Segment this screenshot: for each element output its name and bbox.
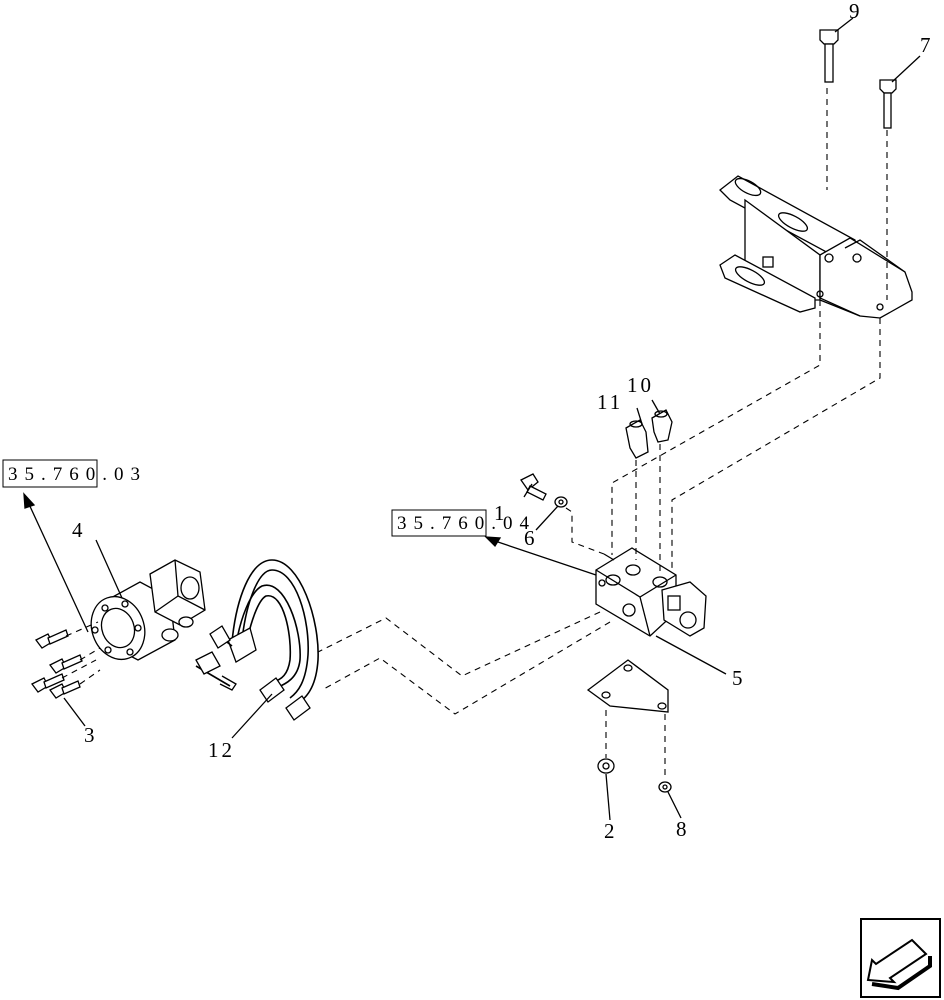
connection-lines	[61, 88, 888, 780]
callout-10: 10	[627, 373, 654, 397]
valve-block	[595, 547, 707, 637]
previous-page-arrow-icon[interactable]	[860, 918, 941, 998]
callout-11: 11	[597, 390, 623, 414]
callout-12: 12	[208, 738, 235, 762]
reference-center[interactable]: 35.760.04	[391, 509, 536, 537]
bolt-7	[879, 79, 897, 129]
callout-8: 8	[676, 817, 690, 841]
callout-7: 7	[920, 33, 934, 57]
callout-5: 5	[732, 666, 746, 690]
elbow-fitting-10	[651, 409, 673, 443]
callout-6: 6	[524, 526, 538, 550]
callout-9: 9	[849, 0, 863, 23]
washer-6	[554, 496, 568, 508]
mounting-plate	[586, 659, 669, 713]
bolt-3-set	[31, 629, 83, 699]
nut-2	[597, 758, 615, 774]
callout-1: 1	[494, 501, 508, 525]
reference-left[interactable]: 35.760.03	[2, 459, 147, 488]
mounting-bracket	[719, 175, 913, 319]
leader-lines	[23, 17, 921, 821]
elbow-fitting-11	[625, 419, 649, 459]
reference-left-text: 35.760.03	[8, 464, 147, 485]
callout-2: 2	[604, 819, 618, 843]
callout-3: 3	[84, 723, 98, 747]
nut-8	[658, 781, 672, 793]
hydraulic-hoses-12	[195, 559, 319, 721]
reference-center-text: 35.760.04	[397, 513, 536, 534]
callout-4: 4	[72, 518, 86, 542]
callout-numbers: 9 7 10 11 1 6 4 3 12 5 2 8	[72, 0, 934, 843]
bolt-9	[819, 29, 839, 83]
hydraulic-motor	[90, 559, 206, 661]
